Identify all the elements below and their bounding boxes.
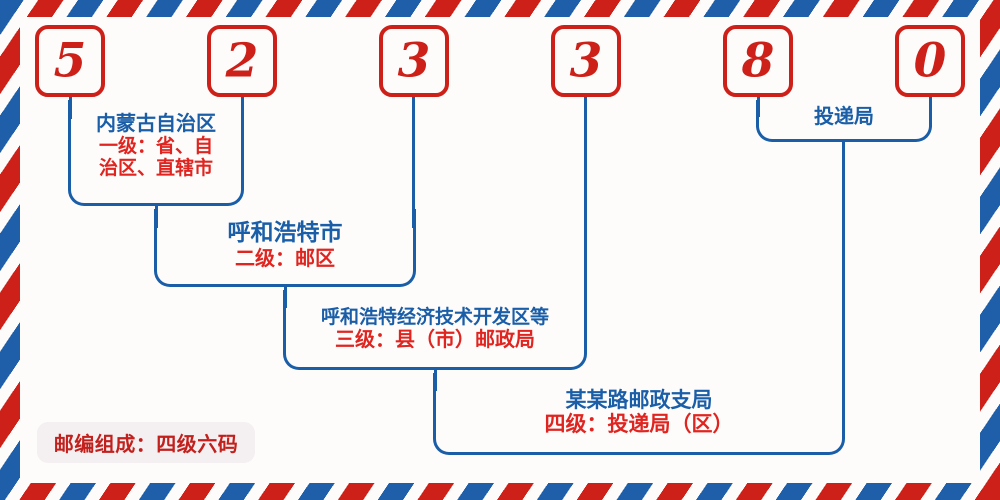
stem-delivery-group: [842, 141, 845, 391]
label-level-1-title: 内蒙古自治区: [96, 111, 216, 135]
label-delivery-group-title: 投递局: [814, 104, 874, 128]
label-level-4: 某某路邮政支局 四级：投递局（区）: [433, 387, 845, 437]
bracket-level-4: [433, 373, 845, 455]
digit-box-4[interactable]: 3: [551, 25, 621, 97]
envelope-paper: [20, 17, 980, 483]
bracket-level-1: [68, 100, 244, 206]
label-level-4-title: 某某路邮政支局: [565, 387, 713, 412]
digit-2-glyph: 2: [225, 33, 259, 89]
digit-5-glyph: 8: [741, 33, 775, 89]
stem-digit-4: [584, 97, 587, 308]
digit-box-6[interactable]: 0: [895, 25, 965, 97]
label-level-2: 呼和浩特市 二级：邮区: [154, 219, 416, 270]
label-level-3-sub: 三级：县（市）邮政局: [335, 327, 535, 352]
digit-1-glyph: 5: [53, 33, 87, 89]
digit-4-glyph: 3: [569, 33, 603, 89]
summary-badge-text: 邮编组成：四级六码: [53, 432, 239, 456]
bracket-level-3: [283, 290, 587, 370]
digit-3-glyph: 3: [397, 33, 431, 89]
digit-6-glyph: 0: [913, 33, 947, 89]
label-level-3: 呼和浩特经济技术开发区等 三级：县（市）邮政局: [283, 306, 587, 351]
label-level-1: 内蒙古自治区 一级：省、自 治区、直辖市: [68, 111, 244, 180]
label-level-1-sub-line-2: 治区、直辖市: [98, 157, 213, 180]
label-level-2-sub: 二级：邮区: [235, 245, 335, 270]
digit-box-2[interactable]: 2: [207, 25, 277, 97]
bracket-level-2: [154, 209, 416, 287]
digit-box-1[interactable]: 5: [35, 25, 105, 97]
summary-badge: 邮编组成：四级六码: [37, 422, 255, 463]
label-delivery-group: 投递局: [756, 104, 932, 128]
bracket-delivery-group: [756, 100, 932, 142]
digit-box-3[interactable]: 3: [379, 25, 449, 97]
digit-box-5[interactable]: 8: [723, 25, 793, 97]
label-level-2-title: 呼和浩特市: [227, 219, 343, 246]
label-level-1-sub-line-1: 一级：省、自: [98, 135, 213, 158]
label-level-3-title: 呼和浩特经济技术开发区等: [320, 306, 549, 328]
stem-digit-3: [412, 97, 415, 228]
label-level-4-sub: 四级：投递局（区）: [544, 412, 734, 437]
